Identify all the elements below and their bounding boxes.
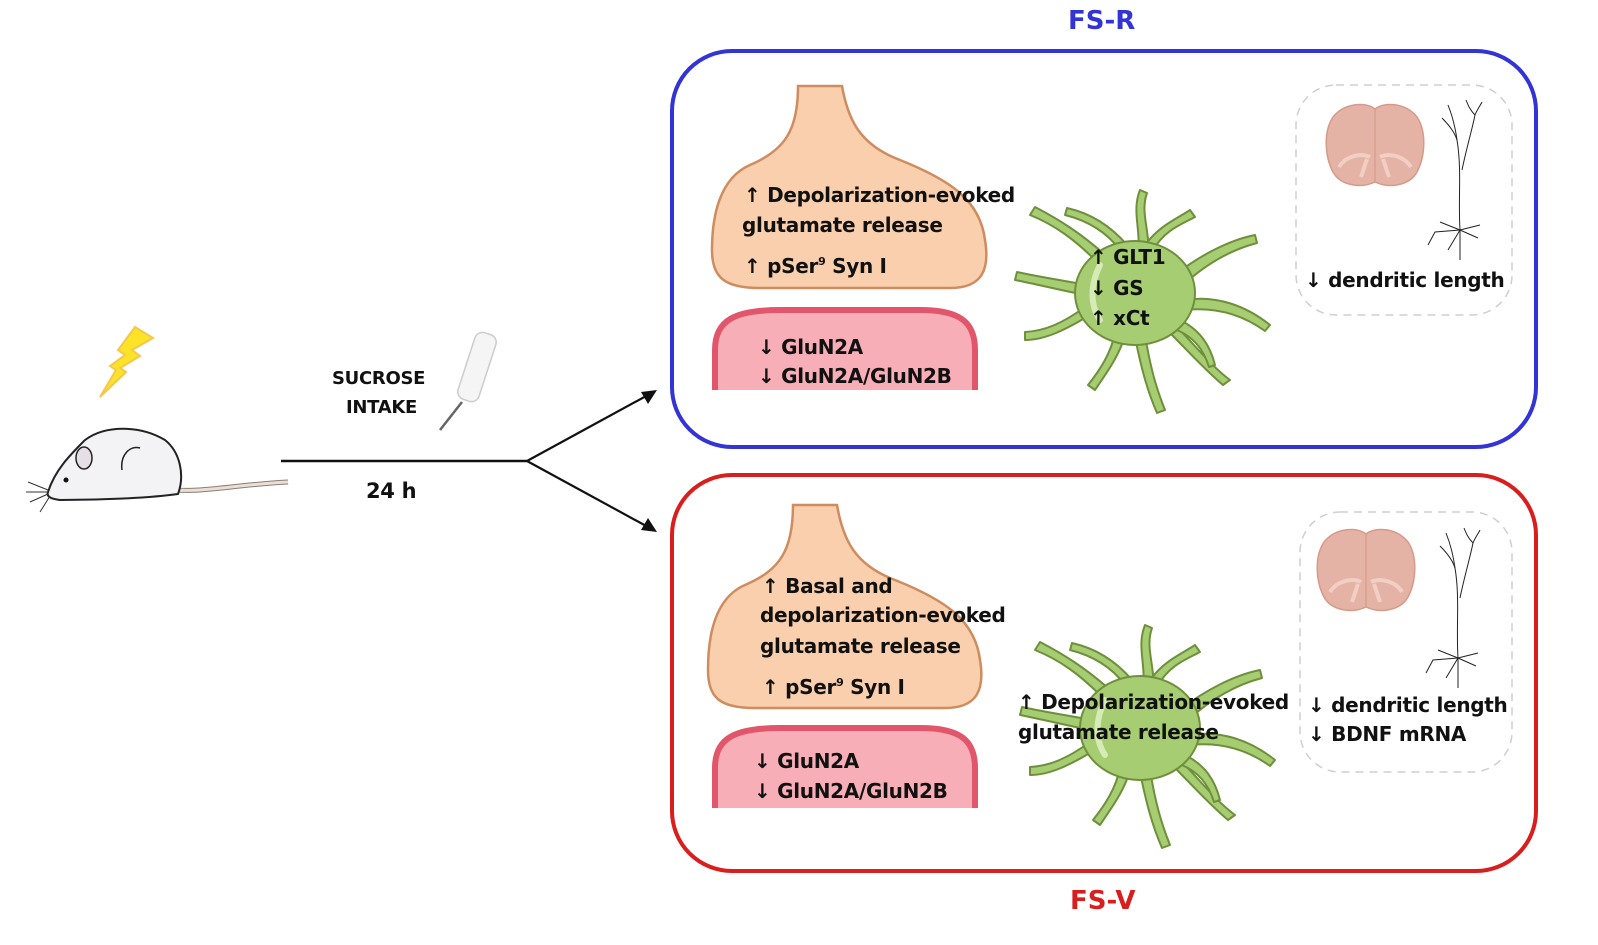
fsv-morphology-line2: ↓ BDNF mRNA	[1308, 722, 1467, 746]
fsr-astrocyte-line2: ↓ GS	[1090, 276, 1144, 300]
fsr-neuron-icon	[1427, 99, 1483, 261]
fsv-syn-sup: 9	[836, 676, 844, 689]
fsv-postsynaptic-line2: ↓ GluN2A/GluN2B	[754, 779, 948, 803]
fsv-postsynaptic-terminal	[712, 725, 978, 808]
fsr-box	[670, 49, 1538, 449]
fsv-presynaptic-line2: depolarization-evoked	[760, 603, 1006, 627]
fsv-presynaptic-terminal	[706, 503, 983, 710]
fsr-syn-post: Syn I	[825, 254, 887, 278]
fsv-morphology-panel	[1299, 511, 1513, 773]
timeline-duration: 24 h	[366, 479, 417, 503]
fsr-astrocyte-line1: ↑ GLT1	[1090, 245, 1166, 269]
fsr-title: FS-R	[1068, 6, 1136, 36]
fsv-astrocyte-line2: glutamate release	[1018, 720, 1219, 744]
arrow-to-fsv	[526, 460, 657, 532]
fsr-morphology-line1: ↓ dendritic length	[1305, 268, 1505, 292]
fsv-neuron-icon	[1425, 527, 1481, 689]
timeline-label-line1: SUCROSE	[332, 368, 426, 389]
fsr-brain-icon	[1324, 102, 1426, 188]
fsr-astrocyte-line3: ↑ xCt	[1090, 306, 1150, 330]
fsv-postsynaptic-line1: ↓ GluN2A	[754, 749, 859, 773]
bottle-icon	[439, 331, 497, 431]
fsr-syn-phospho: ↑ pSer9 Syn I	[744, 251, 887, 281]
rat-icon	[26, 427, 289, 513]
fsr-presynaptic-line1: ↑ Depolarization-evoked	[744, 183, 1015, 207]
fsv-morphology-line1: ↓ dendritic length	[1308, 693, 1508, 717]
fsr-postsynaptic-terminal	[712, 307, 978, 390]
fsv-presynaptic-line1: ↑ Basal and	[762, 574, 893, 598]
fsv-brain-icon	[1315, 527, 1417, 613]
fsv-syn-pre: pSer	[785, 675, 837, 699]
fsv-presynaptic-line3: glutamate release	[760, 634, 961, 658]
fsv-title: FS-V	[1070, 886, 1136, 916]
lightning-icon	[99, 325, 155, 398]
arrow-to-fsr	[526, 390, 657, 462]
fsr-postsynaptic-line1: ↓ GluN2A	[758, 335, 863, 359]
timeline-label-line2: INTAKE	[346, 397, 418, 418]
fsr-syn-pre: pSer	[767, 254, 819, 278]
fsv-syn-arrow: ↑	[762, 675, 779, 699]
fsv-box	[670, 473, 1538, 873]
fsr-morphology-panel	[1295, 84, 1513, 316]
fsr-postsynaptic-line2: ↓ GluN2A/GluN2B	[758, 364, 952, 388]
fsv-syn-phospho: ↑ pSer9 Syn I	[762, 672, 905, 702]
fsr-syn-sup: 9	[818, 255, 826, 268]
fsv-astrocyte-line1: ↑ Depolarization-evoked	[1018, 690, 1289, 714]
fsr-presynaptic-line2: glutamate release	[742, 213, 943, 237]
fsv-syn-post: Syn I	[843, 675, 905, 699]
fsr-presynaptic-terminal	[710, 84, 988, 290]
fsr-syn-arrow: ↑	[744, 254, 761, 278]
